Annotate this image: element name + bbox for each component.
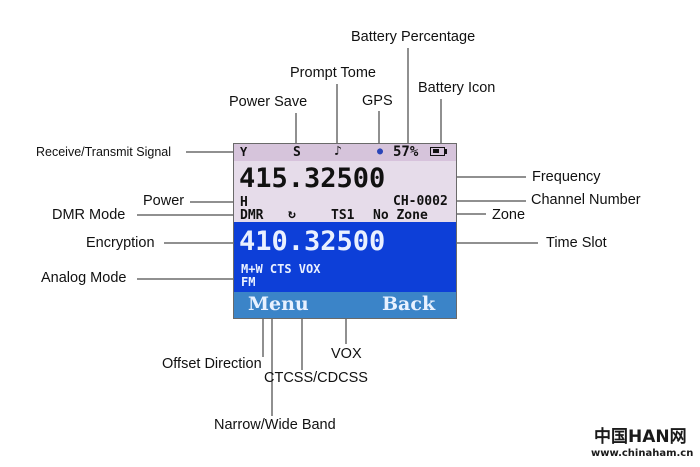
channel-info-band (234, 161, 456, 222)
power-level: H (240, 195, 248, 210)
channel-number: CH-0002 (393, 194, 448, 209)
label-power-save: Power Save (229, 94, 308, 110)
watermark-site-name: 中国HAN网 (594, 427, 687, 447)
label-dmr-mode: DMR Mode (52, 207, 126, 223)
back-softkey[interactable]: Back (382, 293, 436, 315)
radio-lcd-screen: Y S ♪ ● 57% 415.32500 H CH-0002 DMR ↻ TS… (233, 143, 457, 319)
gps-icon: ● (377, 146, 384, 157)
analog-mode-label: FM (241, 275, 256, 289)
label-zone: Zone (492, 207, 526, 223)
frequency-bottom: 410.32500 (239, 226, 386, 257)
label-offset-direction: Offset Direction (162, 356, 262, 372)
watermark-url: www.chinaham.cn (591, 448, 694, 459)
label-ctcss-cdcss: CTCSS/CDCSS (264, 370, 368, 386)
label-gps: GPS (362, 93, 393, 109)
label-narrow-wide-band: Narrow/Wide Band (214, 417, 336, 433)
battery-tip (445, 149, 447, 154)
label-encryption: Encryption (86, 235, 155, 251)
battery-percentage-text: 57% (393, 144, 419, 160)
frequency-top: 415.32500 (239, 163, 386, 194)
label-battery-percentage: Battery Percentage (351, 29, 476, 45)
label-battery-icon: Battery Icon (418, 80, 496, 96)
dmr-mode-label: DMR (240, 208, 264, 223)
label-analog-mode: Analog Mode (41, 270, 127, 286)
menu-softkey[interactable]: Menu (248, 293, 309, 315)
label-vox: VOX (331, 346, 362, 362)
label-time-slot: Time Slot (546, 235, 607, 251)
label-prompt-tone: Prompt Tome (290, 65, 376, 81)
prompt-tone-icon: ♪ (334, 144, 342, 159)
battery-icon (430, 147, 445, 156)
label-channel-number: Channel Number (531, 192, 641, 208)
antenna-signal-icon: Y (240, 145, 248, 159)
battery-fill (433, 149, 439, 153)
label-power: Power (143, 193, 185, 209)
status-bar (234, 144, 456, 160)
encryption-icon: ↻ (288, 207, 296, 222)
zone-label: No Zone (373, 208, 428, 223)
label-frequency: Frequency (532, 169, 601, 185)
label-rx-tx-signal: Receive/Transmit Signal (36, 145, 172, 159)
timeslot-label: TS1 (331, 208, 355, 223)
second-channel-band (234, 222, 456, 292)
softkey-bar (234, 292, 456, 318)
channel-flags: M+W CTS VOX (241, 262, 321, 276)
power-save-icon: S (293, 145, 301, 160)
